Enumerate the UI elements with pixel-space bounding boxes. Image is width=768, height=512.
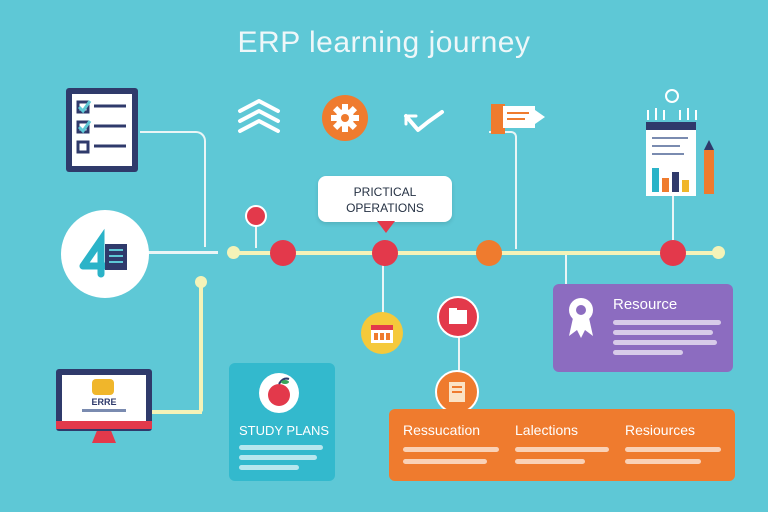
connector-doc xyxy=(140,131,206,247)
badge-icon xyxy=(565,296,597,340)
computer-monitor-icon: ERRE xyxy=(56,369,152,451)
resource-title: Resource xyxy=(613,296,678,313)
connector-flag xyxy=(489,131,517,249)
flag-card-icon xyxy=(491,104,545,134)
monitor-label: ERRE xyxy=(91,397,117,407)
timeline-endpoint-right xyxy=(712,246,725,259)
panel-col1-title: Ressucation xyxy=(403,422,481,438)
timeline-node-3[interactable] xyxy=(476,240,502,266)
timeline-node-4[interactable] xyxy=(660,240,686,266)
study-plans-card[interactable]: STUDY PLANS xyxy=(229,363,335,481)
connector-badge xyxy=(382,265,384,313)
panel-col3-title: Resiources xyxy=(625,422,696,438)
timeline-endpoint-lower xyxy=(195,276,207,288)
gear-icon[interactable] xyxy=(322,95,368,141)
connector-folder xyxy=(458,332,460,374)
resource-card[interactable]: Resource xyxy=(553,284,733,372)
timeline-vertical xyxy=(199,282,203,412)
study-plans-title: STUDY PLANS xyxy=(239,423,330,438)
apple-node-icon xyxy=(245,205,267,227)
apple-icon xyxy=(259,373,299,413)
calendar-icon[interactable] xyxy=(361,312,403,354)
connector-chart xyxy=(672,192,674,242)
device-document-icon xyxy=(61,210,149,298)
connector-apple xyxy=(255,218,283,248)
timeline-endpoint-left xyxy=(227,246,240,259)
checklist-document-icon xyxy=(66,88,138,172)
callout-line-2: OPERATIONS xyxy=(346,201,424,215)
chevrons-up-icon xyxy=(238,99,280,133)
connector-resource xyxy=(565,253,567,285)
folder-icon[interactable] xyxy=(437,296,479,338)
pencil-icon xyxy=(704,140,714,194)
timeline-node-2[interactable] xyxy=(372,240,398,266)
bookmark-tag-icon[interactable] xyxy=(435,370,479,414)
callout-pointer xyxy=(377,221,395,233)
bar-chart-board-icon xyxy=(640,88,708,196)
timeline-node-1[interactable] xyxy=(270,240,296,266)
timeline-branch-left xyxy=(148,251,218,254)
page-title: ERP learning journey xyxy=(237,26,531,59)
timeline-bottom xyxy=(152,410,202,414)
panel-col2-title: Lalections xyxy=(515,422,579,438)
practical-operations-callout[interactable]: PRICTICAL OPERATIONS xyxy=(318,176,452,222)
callout-line-1: PRICTICAL xyxy=(353,185,417,199)
orange-info-panel[interactable]: Ressucation Lalections Resiources xyxy=(389,409,735,481)
trend-arrow-icon xyxy=(404,110,444,132)
